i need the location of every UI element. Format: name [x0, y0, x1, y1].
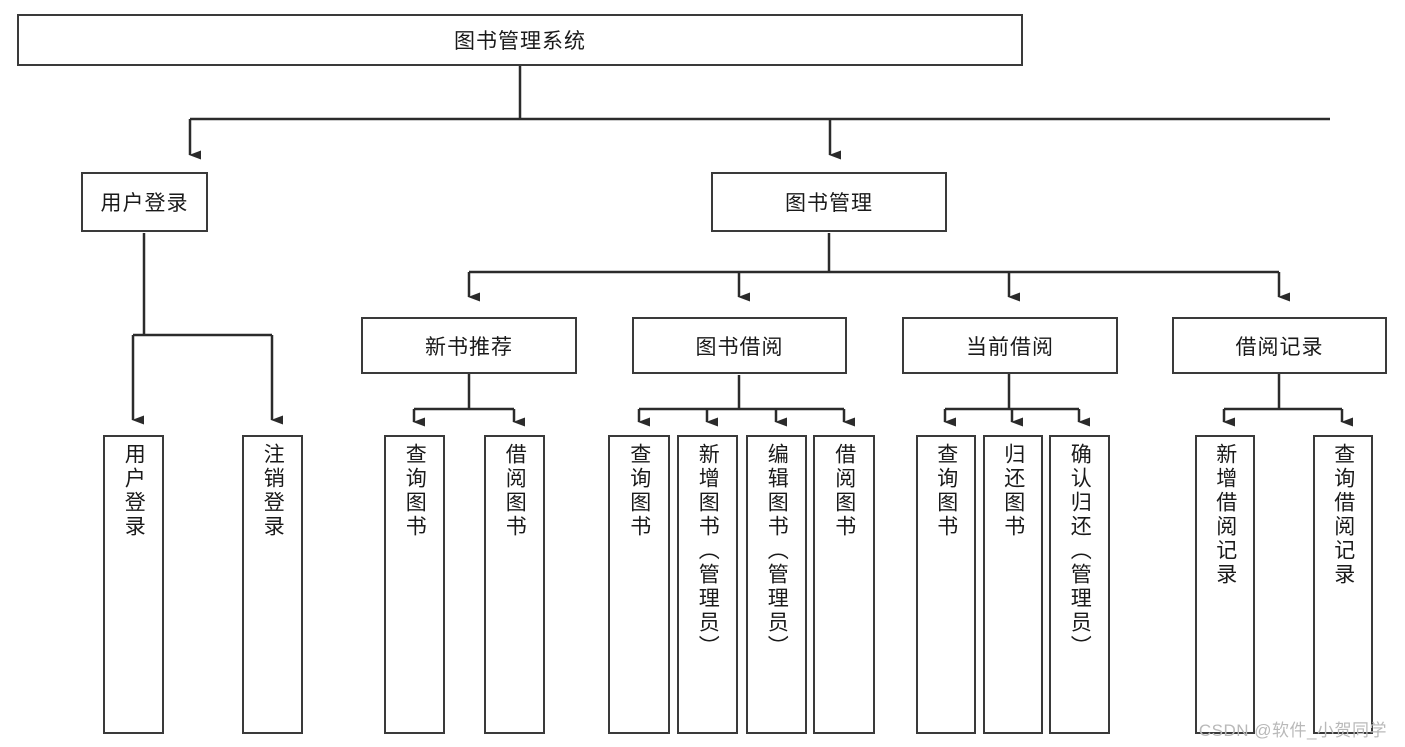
leaf-query-book-1-label: 查询图书 [403, 443, 427, 539]
leaf-edit-book-label: 编辑图书（管理员） [765, 443, 789, 659]
node-user-login[interactable]: 用户登录 [81, 172, 208, 232]
node-book-management[interactable]: 图书管理 [711, 172, 947, 232]
leaf-query-record-label: 查询借阅记录 [1331, 443, 1355, 587]
node-borrow-record-label: 借阅记录 [1235, 335, 1324, 359]
leaf-add-book[interactable]: 新增图书（管理员） [677, 435, 738, 734]
leaf-logout[interactable]: 注销登录 [242, 435, 303, 734]
node-book-management-label: 图书管理 [785, 192, 873, 215]
leaf-borrow-book-1[interactable]: 借阅图书 [484, 435, 545, 734]
node-book-borrow[interactable]: 图书借阅 [632, 317, 847, 374]
leaf-query-book-1[interactable]: 查询图书 [384, 435, 445, 734]
leaf-logout-label: 注销登录 [261, 443, 285, 539]
node-new-book-recommend-label: 新书推荐 [425, 335, 513, 359]
leaf-edit-book[interactable]: 编辑图书（管理员） [746, 435, 807, 734]
node-root[interactable]: 图书管理系统 [17, 14, 1023, 66]
leaf-query-book-2-label: 查询图书 [627, 443, 651, 539]
leaf-confirm-return-label: 确认归还（管理员） [1068, 443, 1092, 659]
leaf-query-book-3[interactable]: 查询图书 [916, 435, 976, 734]
leaf-query-book-2[interactable]: 查询图书 [608, 435, 670, 734]
node-new-book-recommend[interactable]: 新书推荐 [361, 317, 577, 374]
leaf-user-login[interactable]: 用户登录 [103, 435, 164, 734]
leaf-query-record[interactable]: 查询借阅记录 [1313, 435, 1373, 734]
leaf-user-login-label: 用户登录 [122, 443, 146, 539]
leaf-add-record[interactable]: 新增借阅记录 [1195, 435, 1255, 734]
leaf-borrow-book-2-label: 借阅图书 [832, 443, 856, 539]
leaf-add-record-label: 新增借阅记录 [1213, 443, 1237, 587]
leaf-return-book-label: 归还图书 [1001, 443, 1025, 539]
node-user-login-label: 用户登录 [100, 192, 189, 215]
leaf-return-book[interactable]: 归还图书 [983, 435, 1043, 734]
node-borrow-record[interactable]: 借阅记录 [1172, 317, 1387, 374]
node-current-borrow-label: 当前借阅 [966, 335, 1054, 359]
leaf-borrow-book-2[interactable]: 借阅图书 [813, 435, 875, 734]
leaf-add-book-label: 新增图书（管理员） [696, 443, 720, 659]
node-book-borrow-label: 图书借阅 [695, 335, 784, 359]
leaf-query-book-3-label: 查询图书 [934, 443, 958, 539]
leaf-borrow-book-1-label: 借阅图书 [503, 443, 527, 539]
watermark: CSDN @软件_小贺同学 [1198, 721, 1387, 740]
leaf-confirm-return[interactable]: 确认归还（管理员） [1049, 435, 1110, 734]
node-current-borrow[interactable]: 当前借阅 [902, 317, 1118, 374]
node-root-label: 图书管理系统 [454, 30, 586, 53]
